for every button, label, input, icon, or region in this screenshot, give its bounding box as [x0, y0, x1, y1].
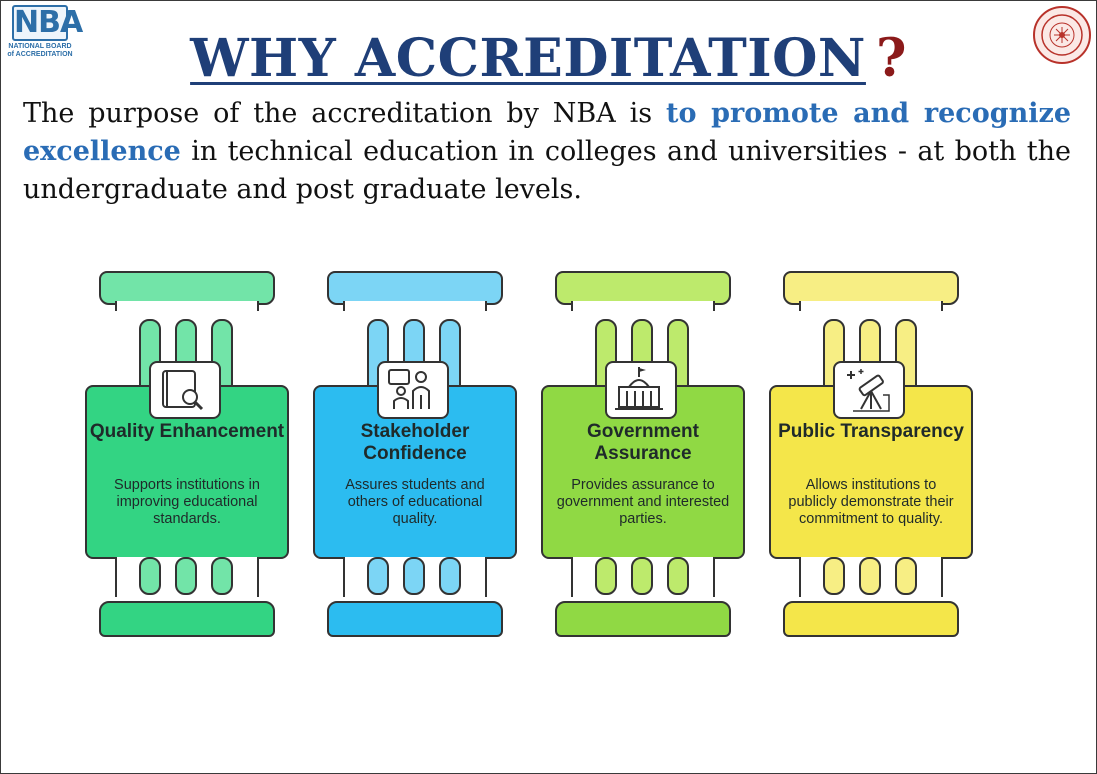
pillar-description: Allows institutions to publicly demonstr…	[788, 477, 954, 527]
pillar-base	[99, 601, 275, 637]
pillar-description: Provides assurance to government and int…	[556, 477, 730, 527]
intro-text-end: in technical education in colleges and u…	[23, 136, 1071, 205]
book-search-icon	[149, 361, 221, 419]
pillar-government-assurance: Government Assurance Provides assurance …	[541, 271, 745, 637]
page-title: WHY ACCREDITATION?	[1, 27, 1096, 91]
nba-logo-mark: NBA	[12, 5, 83, 41]
telescope-stars-icon	[833, 361, 905, 419]
intro-highlight: to promote and recognize excellence	[23, 98, 1072, 167]
pillar-stakeholder-confidence: Stakeholder Confidence Assures students …	[313, 271, 517, 637]
pillar-public-transparency: Public Transparency Allows institutions …	[769, 271, 973, 637]
page-title-text: WHY ACCREDITATION	[190, 28, 866, 89]
pillar-title: Stakeholder Confidence	[360, 421, 470, 464]
university-seal-icon	[1032, 5, 1092, 65]
nba-logo: NBA NATIONAL BOARD of ACCREDITATION	[5, 5, 83, 67]
presentation-people-icon	[377, 361, 449, 419]
pillar-base	[327, 601, 503, 637]
intro-text-start: The purpose of the accreditation by NBA …	[23, 98, 666, 129]
intro-paragraph: The purpose of the accreditation by NBA …	[23, 95, 1071, 209]
pillar-base	[555, 601, 731, 637]
pillar-description: Supports institutions in improving educa…	[114, 477, 260, 527]
pillar-title: Government Assurance	[587, 421, 699, 464]
pillar-quality-enhancement: Quality Enhancement Supports institution…	[85, 271, 289, 637]
pillar-title: Public Transparency	[778, 421, 964, 442]
pillar-base	[783, 601, 959, 637]
government-building-icon	[605, 361, 677, 419]
nba-logo-subtitle: NATIONAL BOARD of ACCREDITATION	[7, 43, 73, 58]
pillar-capital	[327, 271, 503, 305]
pillar-capital	[783, 271, 959, 305]
pillar-title: Quality Enhancement	[89, 421, 285, 442]
pillar-capital	[99, 271, 275, 305]
pillar-capital	[555, 271, 731, 305]
page-title-question-mark: ?	[875, 28, 907, 89]
pillar-description: Assures students and others of education…	[345, 477, 485, 527]
